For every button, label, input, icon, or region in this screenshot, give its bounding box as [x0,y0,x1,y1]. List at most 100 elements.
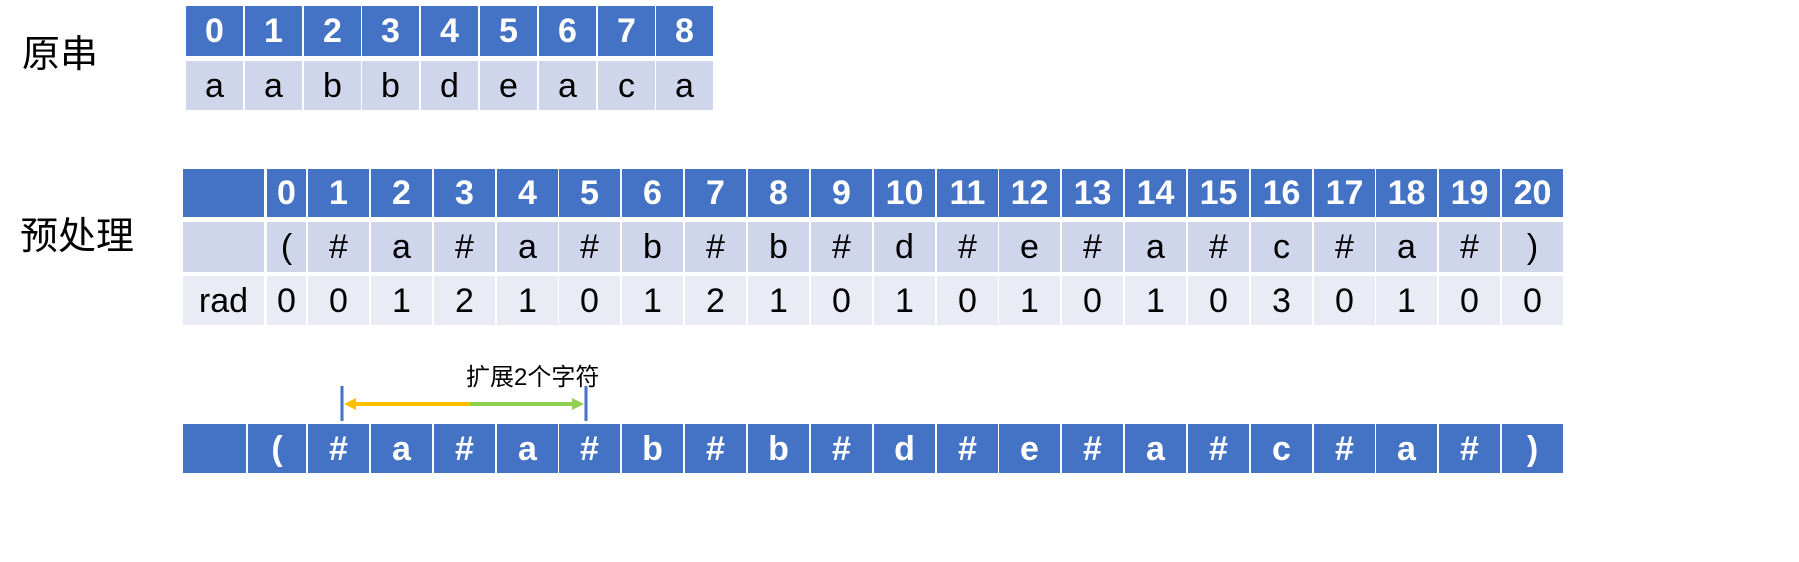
preprocessed-char-cell: c [1251,222,1312,272]
preprocessed-char-row-label [183,222,264,272]
expansion-char-cell: b [622,424,683,473]
preprocessed-char-cell: d [874,222,935,272]
preprocessed-index-cell: 3 [434,169,495,217]
preprocessed-char-cell: a [1125,222,1186,272]
rad-value-cell: 1 [748,276,809,325]
expansion-char-cell: e [999,424,1060,473]
expansion-char-cell: # [811,424,872,473]
expansion-char-cell: # [308,424,369,473]
original-char-cell: b [304,61,361,110]
right-arrow-head [572,398,584,410]
preprocessed-index-cell: 9 [811,169,872,217]
preprocessed-index-cell: 2 [371,169,432,217]
expansion-annotation: 扩展2个字符 [466,364,600,391]
rad-value-cell: 0 [1314,276,1375,325]
preprocessed-index-cell: 8 [748,169,809,217]
original-index-cell: 6 [539,6,596,56]
preprocessed-char-cell: b [748,222,809,272]
rad-value-cell: 1 [1376,276,1437,325]
expansion-row-corner [183,424,246,473]
rad-value-cell: 0 [308,276,369,325]
expansion-char-cell: d [874,424,935,473]
preprocessed-char-cell: # [811,222,872,272]
rad-value-cell: 0 [1062,276,1123,325]
original-index-cell: 5 [480,6,537,56]
expansion-char-cell: a [371,424,432,473]
preprocessed-char-cell: # [308,222,369,272]
expansion-char-cell: # [685,424,746,473]
preprocessed-char-cell: ( [267,222,306,272]
preprocessed-index-cell: 0 [267,169,306,217]
original-char-cell: a [186,61,243,110]
preprocessed-char-cell: b [622,222,683,272]
expansion-char-cell: ) [1502,424,1563,473]
rad-value-cell: 2 [434,276,495,325]
original-index-cell: 3 [362,6,419,56]
preprocessed-index-cell: 6 [622,169,683,217]
preprocessed-char-cell: ) [1502,222,1563,272]
original-char-cell: c [598,61,655,110]
rad-value-cell: 0 [811,276,872,325]
original-index-cell: 8 [656,6,713,56]
original-index-cell: 1 [245,6,302,56]
expansion-char-cell: ( [248,424,306,473]
rad-value-cell: 0 [1502,276,1563,325]
original-index-cell: 7 [598,6,655,56]
original-index-cell: 2 [304,6,361,56]
rad-value-cell: 0 [937,276,998,325]
preprocessed-index-cell: 14 [1125,169,1186,217]
preprocessed-index-cell: 1 [308,169,369,217]
preprocessed-char-cell: a [371,222,432,272]
rad-value-cell: 1 [371,276,432,325]
preprocessed-index-cell: 11 [937,169,998,217]
rad-row-label: rad [183,276,264,325]
rad-value-cell: 0 [559,276,620,325]
rad-value-cell: 2 [685,276,746,325]
preprocessed-index-cell: 16 [1251,169,1312,217]
expansion-char-cell: # [559,424,620,473]
preprocessed-index-cell: 5 [559,169,620,217]
preprocessed-char-cell: # [1439,222,1500,272]
original-index-cell: 0 [186,6,243,56]
preprocessed-index-cell: 18 [1376,169,1437,217]
rad-value-cell: 0 [267,276,306,325]
preprocessed-index-cell: 10 [874,169,935,217]
preprocessed-index-cell: 19 [1439,169,1500,217]
preprocessed-char-cell: # [937,222,998,272]
preprocessed-char-cell: # [1062,222,1123,272]
preprocessed-label: 预处理 [20,216,135,258]
preprocessed-char-cell: a [1376,222,1437,272]
original-char-cell: d [421,61,478,110]
preprocessed-char-cell: e [999,222,1060,272]
original-char-cell: a [656,61,713,110]
expansion-char-cell: b [748,424,809,473]
expansion-char-cell: # [937,424,998,473]
rad-value-cell: 1 [999,276,1060,325]
preprocessed-char-cell: a [497,222,558,272]
expansion-char-cell: a [497,424,558,473]
preprocessed-index-cell: 13 [1062,169,1123,217]
preprocessed-index-cell: 20 [1502,169,1563,217]
rad-value-cell: 0 [1439,276,1500,325]
original-char-cell: e [480,61,537,110]
expansion-char-cell: # [434,424,495,473]
original-char-cell: a [245,61,302,110]
rad-value-cell: 0 [1188,276,1249,325]
rad-value-cell: 1 [497,276,558,325]
expansion-char-cell: a [1376,424,1437,473]
original-index-cell: 4 [421,6,478,56]
preprocessed-index-cell: 4 [497,169,558,217]
preprocessed-char-cell: # [1188,222,1249,272]
rad-value-cell: 1 [622,276,683,325]
expansion-char-cell: # [1062,424,1123,473]
expansion-char-cell: # [1439,424,1500,473]
rad-value-cell: 1 [1125,276,1186,325]
preprocessed-index-cell: 12 [999,169,1060,217]
expansion-char-cell: # [1314,424,1375,473]
preprocessed-header-corner [183,169,264,217]
preprocessed-index-cell: 17 [1314,169,1375,217]
preprocessed-index-cell: 15 [1188,169,1249,217]
original-char-cell: a [539,61,596,110]
preprocessed-char-cell: # [434,222,495,272]
